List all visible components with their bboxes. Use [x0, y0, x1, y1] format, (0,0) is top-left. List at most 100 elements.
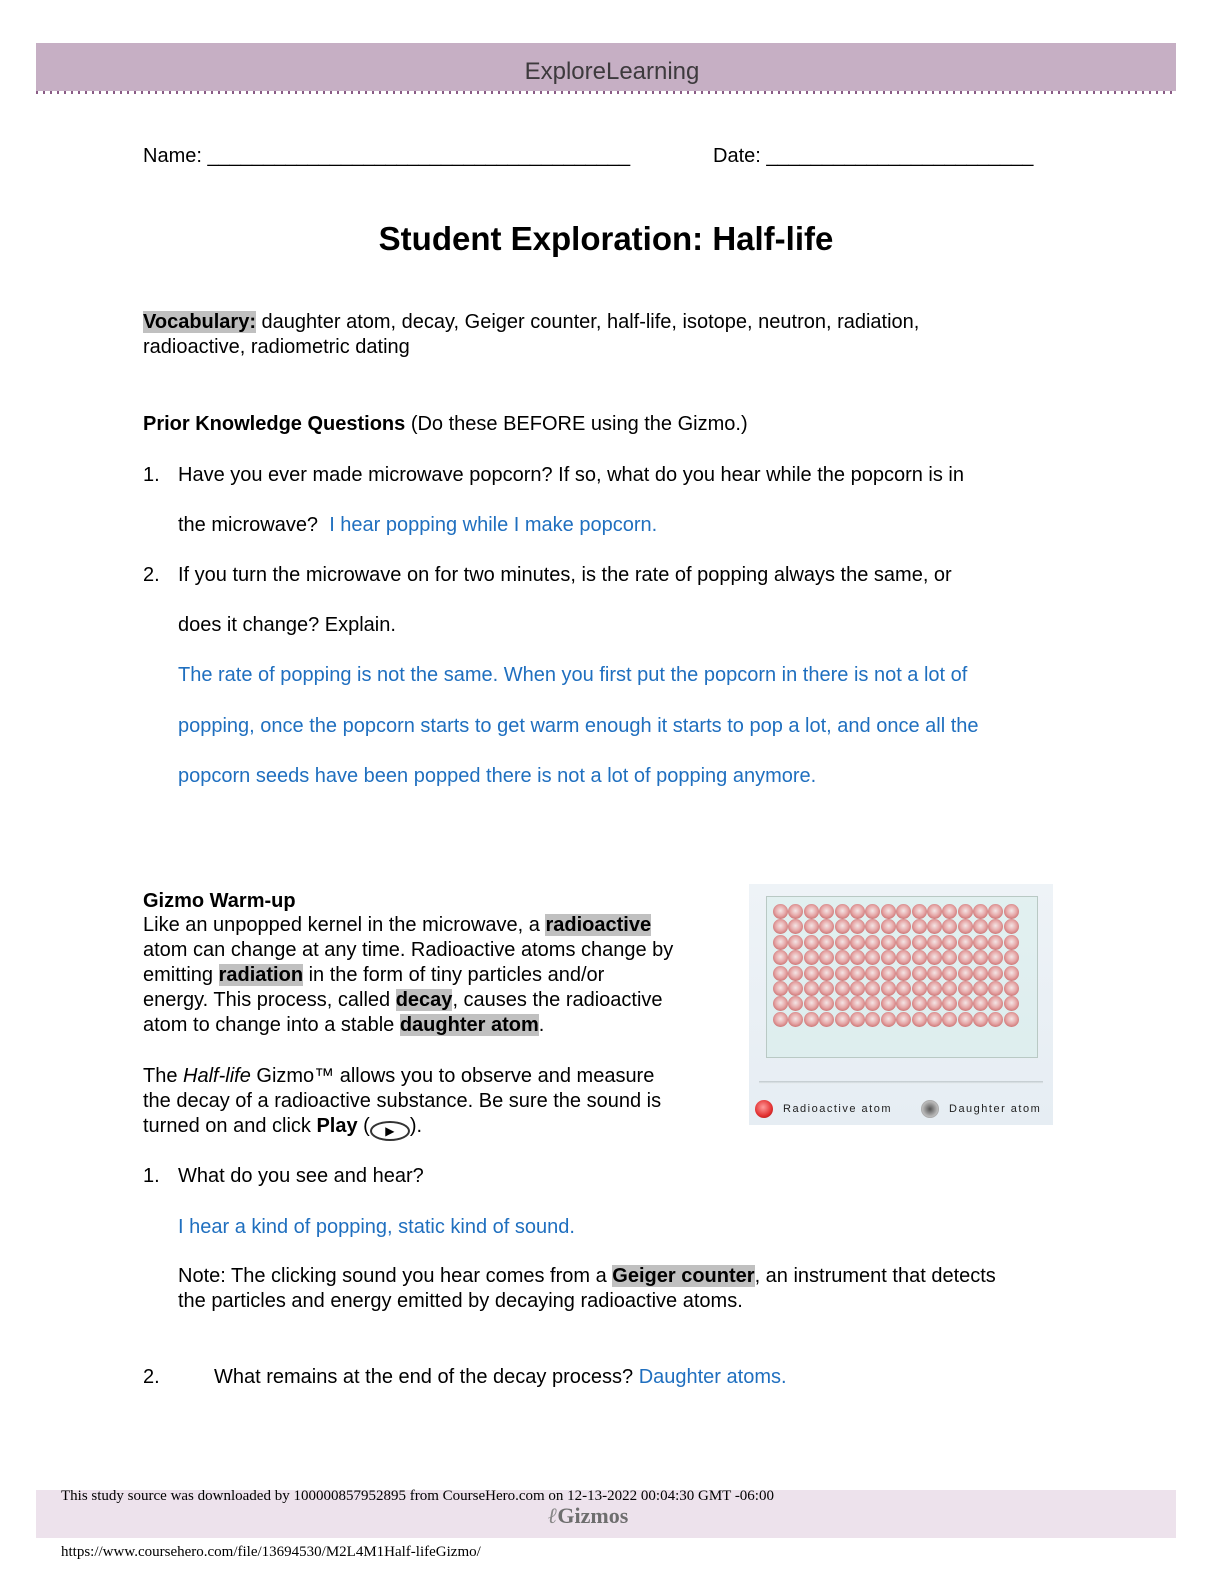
- radioactive-atom: [834, 904, 850, 919]
- radioactive-atom: [803, 950, 819, 966]
- radioactive-atom: [834, 965, 850, 981]
- radioactive-atom: [957, 950, 973, 966]
- radioactive-atom: [819, 904, 835, 919]
- radioactive-atom: [803, 965, 819, 981]
- radioactive-atom: [865, 965, 881, 981]
- radioactive-atom: [1003, 980, 1019, 996]
- radioactive-atom: [926, 919, 942, 935]
- radioactive-atom: [865, 934, 881, 950]
- shelf: [759, 1081, 1043, 1084]
- radioactive-atom: [880, 1011, 896, 1027]
- radioactive-atom: [926, 934, 942, 950]
- name-field: Name: __________________________________…: [143, 145, 630, 168]
- prior-heading-text: Prior Knowledge Questions: [143, 413, 406, 435]
- radioactive-atom: [973, 919, 989, 935]
- radioactive-atom: [973, 934, 989, 950]
- date-label: Date:: [713, 145, 761, 167]
- radioactive-atom: [1003, 919, 1019, 935]
- radioactive-atom: [926, 980, 942, 996]
- text: energy. This process, called: [143, 989, 396, 1011]
- answer-text: Daughter atoms.: [638, 1366, 787, 1388]
- text: , causes the radioactive: [452, 989, 663, 1011]
- legend-daughter: Daughter atom: [921, 1100, 1041, 1118]
- question-number: 2.: [143, 1366, 160, 1388]
- radioactive-atom: [880, 919, 896, 935]
- radioactive-atom: [865, 919, 881, 935]
- radioactive-atom: [957, 965, 973, 981]
- explorelearning-logo: ExploreLearning: [524, 58, 700, 85]
- radioactive-atom: [926, 996, 942, 1012]
- text: Gizmo™ allows you to observe and measure: [250, 1065, 655, 1087]
- vocab-term: radiation: [218, 964, 304, 986]
- radioactive-atom: [880, 934, 896, 950]
- radioactive-atom: [988, 980, 1004, 996]
- page-title: Student Exploration: Half-life: [378, 220, 834, 257]
- text: , an instrument that detects: [754, 1265, 996, 1287]
- warmup-text: energy. This process, called decay, caus…: [143, 989, 663, 1012]
- radioactive-atom: [803, 996, 819, 1012]
- radioactive-atom: [942, 934, 958, 950]
- warmup-heading: Gizmo Warm-up: [143, 890, 296, 912]
- radioactive-atom: [988, 904, 1004, 919]
- radioactive-atom: [819, 919, 835, 935]
- note-text: Note: The clicking sound you hear comes …: [178, 1265, 996, 1288]
- text: ).: [409, 1115, 423, 1137]
- radioactive-atom: [911, 965, 927, 981]
- radioactive-atom: [788, 1011, 804, 1027]
- radioactive-atom: [926, 904, 942, 919]
- radioactive-atom: [788, 950, 804, 966]
- play-word: Play: [316, 1115, 358, 1137]
- radioactive-atom: [880, 996, 896, 1012]
- radioactive-atom: [926, 950, 942, 966]
- source-url[interactable]: https://www.coursehero.com/file/13694530…: [61, 1544, 481, 1560]
- answer-text: popping, once the popcorn starts to get …: [178, 715, 979, 737]
- radioactive-atom: [896, 919, 912, 935]
- text: atom to change into a stable: [143, 1014, 400, 1036]
- text: The: [143, 1065, 184, 1087]
- radioactive-atom: [911, 996, 927, 1012]
- date-line: ________________________: [766, 145, 1034, 167]
- radioactive-atom: [849, 950, 865, 966]
- radioactive-atom: [803, 980, 819, 996]
- radioactive-atom: [773, 934, 788, 950]
- text: Note: The clicking sound you hear comes …: [178, 1265, 613, 1287]
- gizmo-screenshot: Radioactive atom Daughter atom: [749, 884, 1053, 1125]
- radioactive-atom: [942, 996, 958, 1012]
- radioactive-atom: [896, 980, 912, 996]
- radioactive-atom: [911, 950, 927, 966]
- header-band: [36, 43, 1176, 91]
- radioactive-atom: [973, 1011, 989, 1027]
- radioactive-atom: [896, 934, 912, 950]
- question-text: Have you ever made microwave popcorn? If…: [178, 464, 964, 486]
- radioactive-atom: [1003, 996, 1019, 1012]
- radioactive-atom: [942, 1011, 958, 1027]
- text: .: [538, 1014, 545, 1036]
- vocabulary-terms: daughter atom, decay, Geiger counter, ha…: [256, 311, 920, 333]
- radioactive-atom: [819, 934, 835, 950]
- radioactive-atom: [896, 1011, 912, 1027]
- gizmos-logo-text: Gizmos: [557, 1503, 629, 1528]
- question-number: 2.: [143, 564, 160, 586]
- radioactive-atom: [896, 950, 912, 966]
- answer-text: I hear popping while I make popcorn.: [329, 514, 658, 536]
- radioactive-atom: [865, 904, 881, 919]
- answer-text: I hear a kind of popping, static kind of…: [178, 1216, 575, 1238]
- radioactive-atom: [819, 950, 835, 966]
- radioactive-atom: [849, 996, 865, 1012]
- radioactive-atom: [911, 1011, 927, 1027]
- radioactive-atom: [988, 1011, 1004, 1027]
- radioactive-atom: [773, 950, 788, 966]
- radioactive-atom: [988, 934, 1004, 950]
- vocabulary-line-2: radioactive, radiometric dating: [143, 336, 410, 358]
- radioactive-atom: [988, 919, 1004, 935]
- text: (: [357, 1115, 370, 1137]
- radioactive-atom: [819, 980, 835, 996]
- radioactive-atom: [773, 980, 788, 996]
- question-text: What remains at the end of the decay pro…: [214, 1366, 787, 1389]
- radioactive-atom: [834, 934, 850, 950]
- radioactive-atom: [896, 965, 912, 981]
- prior-note: (Do these BEFORE using the Gizmo.): [405, 413, 748, 435]
- radioactive-atom: [880, 980, 896, 996]
- vocabulary-line-1: Vocabulary: daughter atom, decay, Geiger…: [143, 311, 919, 334]
- radioactive-atom: [942, 904, 958, 919]
